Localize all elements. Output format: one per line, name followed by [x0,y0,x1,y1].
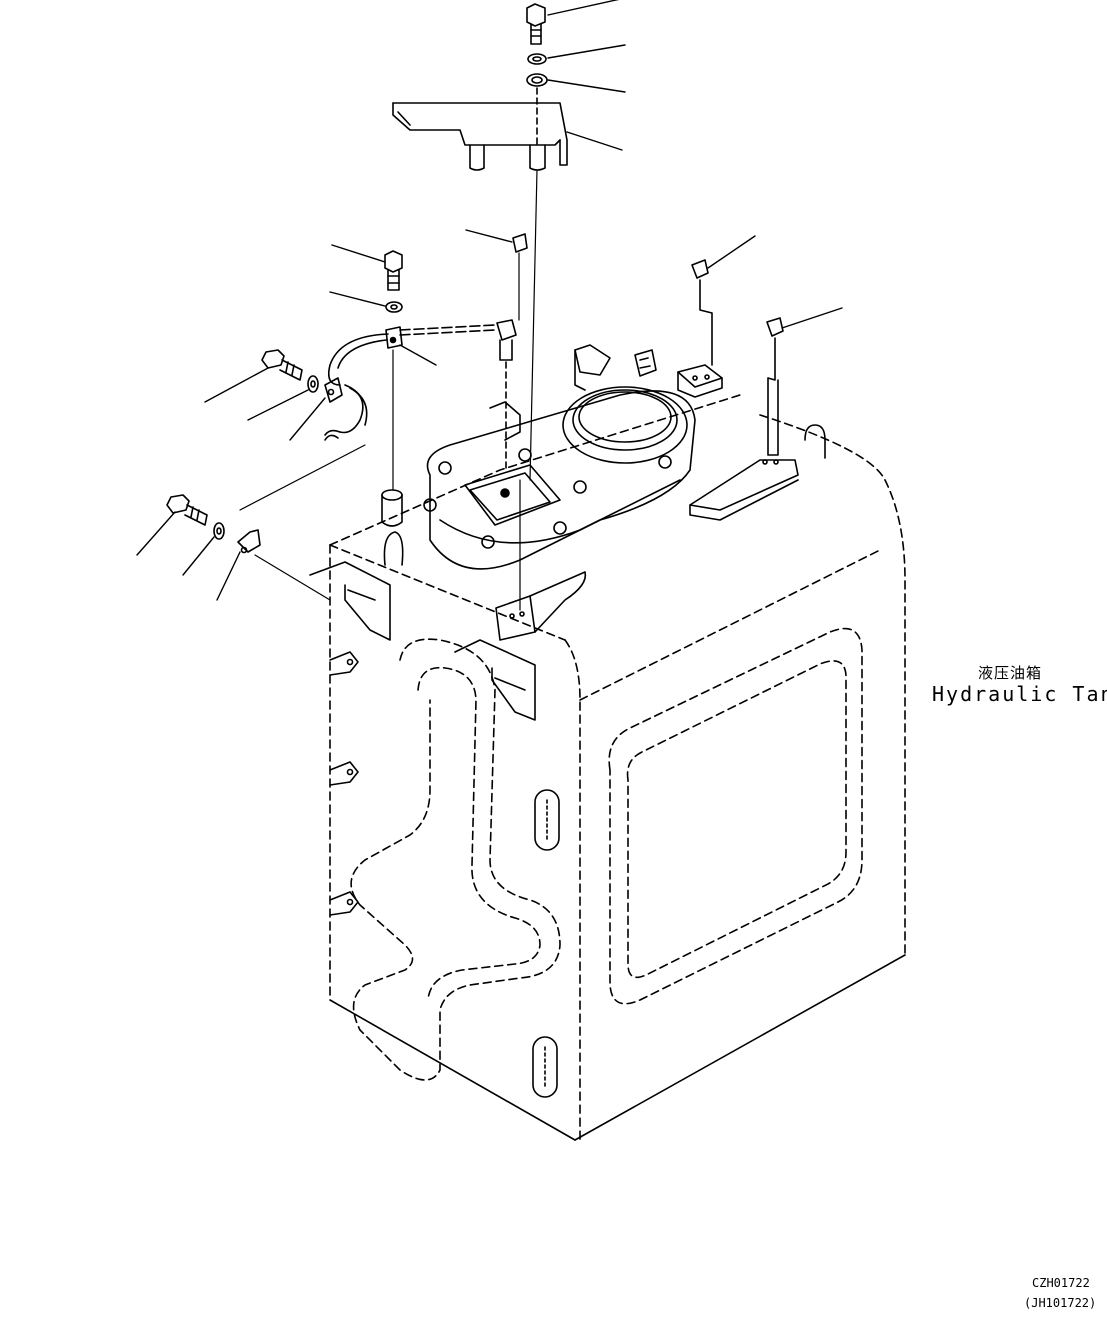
left-clip-lower [237,529,261,554]
top-flange-plate [423,390,696,570]
leader-lines [136,0,843,601]
tank-title-en: Hydraulic Tank [932,682,1107,706]
spacer [381,489,403,527]
front-slots [532,789,560,1098]
wedge-bracket [689,459,799,521]
cap-plug-right-2 [766,317,784,456]
filler-opening [562,386,688,464]
pad-block [495,571,587,641]
drawing-code: CZH01722 [1032,1276,1090,1290]
top-mounting-plate [392,87,568,171]
side-panel-window [608,627,863,1005]
harness-washer [385,301,403,313]
wire-harness [327,324,496,491]
sensor-connector [634,349,657,377]
tank-body [329,394,906,1141]
pipe-fittings [324,424,826,566]
left-washer-upper [307,375,319,393]
level-sensor [496,319,517,471]
harness-bolt [384,250,403,291]
square-block [677,364,723,398]
left-bolt-lower [166,494,208,526]
top-bolt [526,3,546,45]
side-clips [329,651,359,916]
top-edge-brackets [309,561,536,721]
cap-plug-center [512,233,528,321]
top-washer-1 [527,53,547,65]
left-washer-lower [213,522,225,540]
top-washer-2 [526,73,548,87]
alt-drawing-code: (JH101722) [1024,1296,1097,1310]
cap-plug-right-1 [691,259,713,366]
left-clip-upper [324,377,343,403]
left-bolt-upper [261,349,303,381]
rear-bracket [489,344,611,441]
front-rib [350,638,561,1081]
tank-title-jp: 液压油箱 [978,664,1043,682]
